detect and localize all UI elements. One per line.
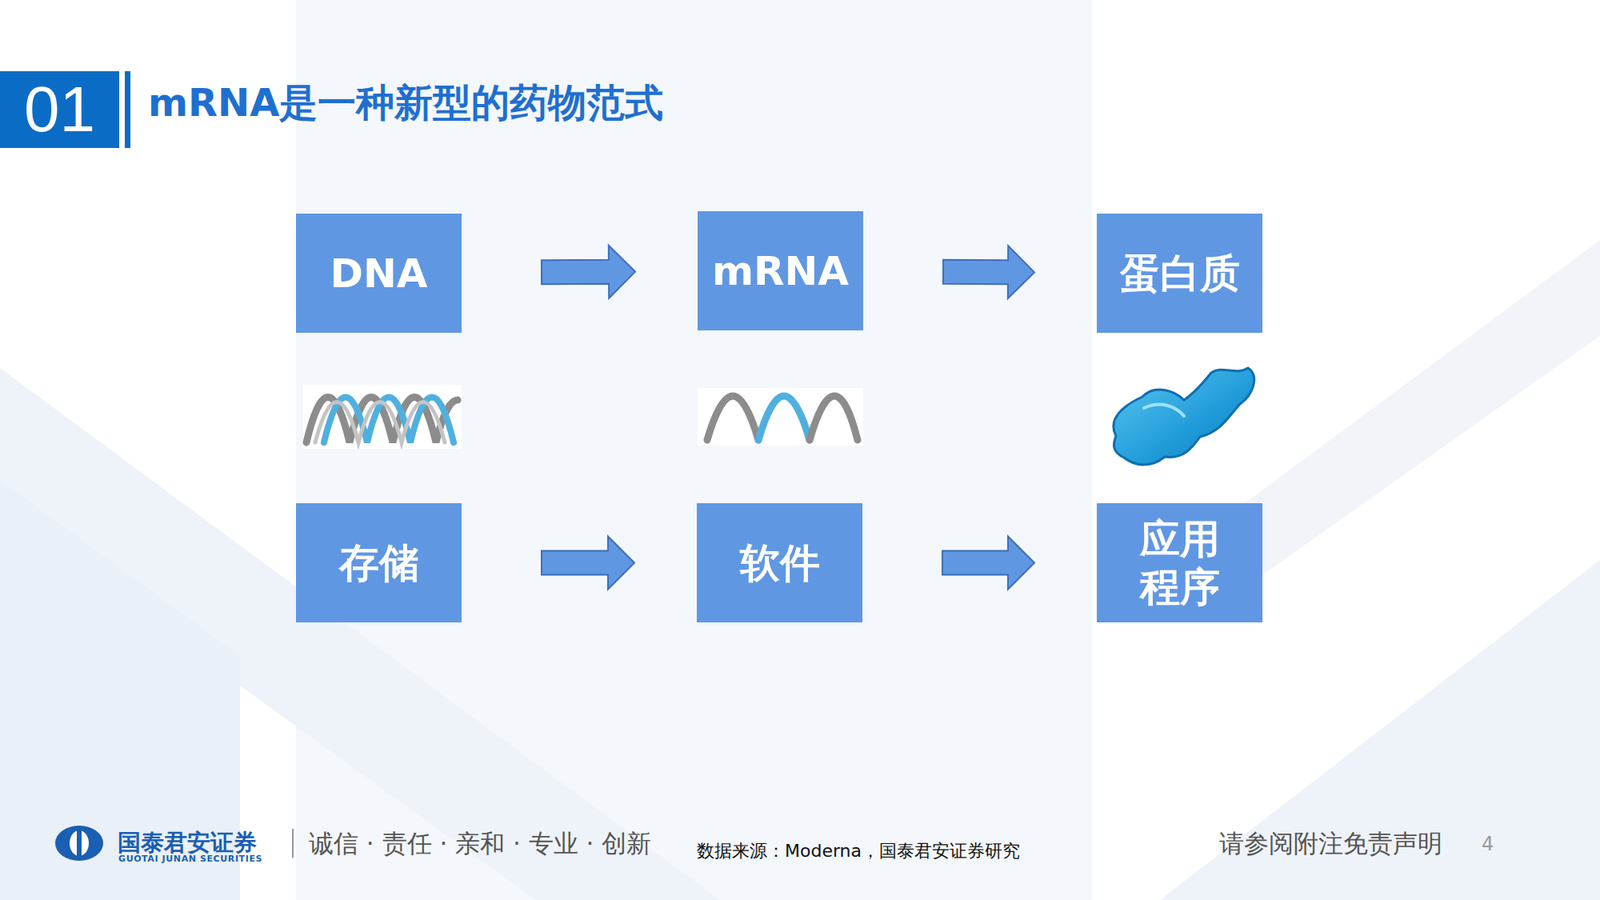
protein-illustration xyxy=(1096,362,1263,470)
background-band xyxy=(0,368,720,900)
protein-blob xyxy=(1113,368,1255,465)
company-name-english: GUOTAI JUNAN SECURITIES xyxy=(118,853,263,864)
process-box: mRNA xyxy=(697,211,864,331)
company-motto: 诚信 · 责任 · 亲和 · 专业 · 创新 xyxy=(308,827,652,861)
footer-separator xyxy=(292,828,294,858)
illustration-backdrop xyxy=(1096,362,1263,470)
box-text-group: 存储 xyxy=(339,539,420,588)
process-box: DNA xyxy=(296,213,462,333)
logo-emblem xyxy=(55,825,104,861)
box-text-group: 蛋白质 xyxy=(1120,249,1240,298)
dna-helix-illustration xyxy=(303,384,462,449)
mrna-arch xyxy=(758,396,810,440)
box-label: mRNA xyxy=(712,247,849,296)
mrna-arch xyxy=(707,396,759,440)
process-box: 蛋白质 xyxy=(1096,213,1263,333)
illustration-backdrop xyxy=(303,384,462,449)
box-label: 存储 xyxy=(339,539,420,588)
logo-emblem xyxy=(76,828,82,858)
dna-strand xyxy=(306,397,458,444)
disclaimer-note: 请参阅附注免责声明 xyxy=(1219,827,1443,861)
company-logo xyxy=(55,825,104,861)
box-text-group: 软件 xyxy=(740,539,820,588)
section-number-box xyxy=(0,71,120,148)
box-label: 蛋白质 xyxy=(1120,249,1240,298)
mrna-arch xyxy=(809,396,858,440)
data-source: 数据来源：Moderna，国泰君安证券研究 xyxy=(696,839,1020,864)
box-label: 软件 xyxy=(740,539,820,588)
box-label: 应用 程序 xyxy=(1136,515,1224,612)
box-label: DNA xyxy=(329,249,428,298)
slide-title: mRNA是一种新型的药物范式 xyxy=(148,77,664,129)
process-box: 存储 xyxy=(296,503,462,623)
block-arrow xyxy=(943,245,1035,299)
protein-highlight xyxy=(1144,404,1184,416)
block-arrow xyxy=(541,536,635,590)
process-box: 软件 xyxy=(696,503,863,623)
page-number: 4 xyxy=(1481,832,1494,856)
dna-strand xyxy=(315,402,445,444)
mrna-strand-illustration xyxy=(697,388,864,446)
box-text-group: DNA xyxy=(329,249,428,298)
process-box: 应用 程序 xyxy=(1096,503,1263,623)
illustration-backdrop xyxy=(697,388,864,446)
block-arrow xyxy=(541,245,636,299)
section-bar xyxy=(124,71,131,148)
section-number: 01 xyxy=(0,71,120,148)
box-text-group: mRNA xyxy=(712,247,849,296)
box-text-group: 应用 程序 xyxy=(1136,515,1224,612)
block-arrow xyxy=(942,536,1035,590)
